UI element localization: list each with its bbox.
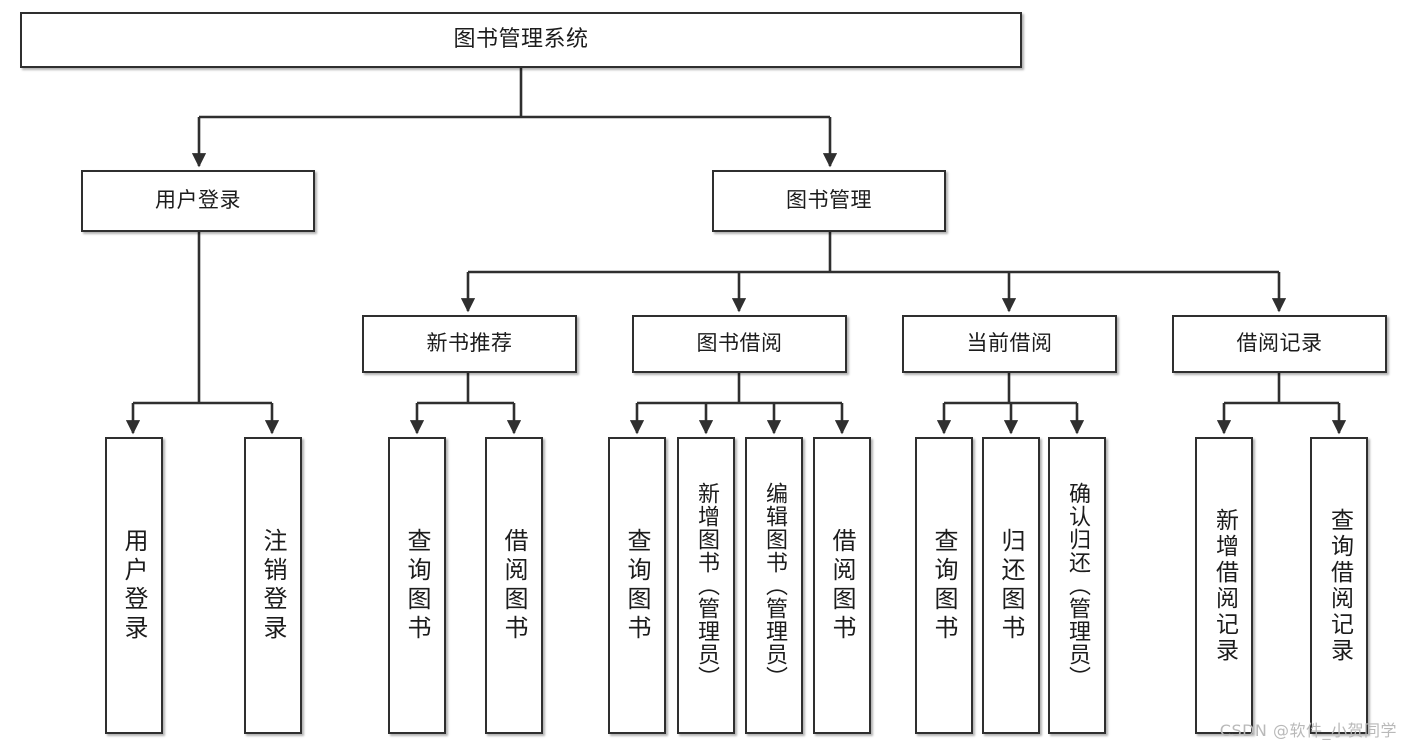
node-label: 用户登录	[155, 188, 241, 213]
node-label: 确认归还（管理员）	[1065, 482, 1090, 689]
leaf-borrow-query-book[interactable]: 查询图书	[608, 437, 666, 734]
node-label: 注销登录	[259, 527, 287, 644]
node-label: 用户登录	[120, 527, 148, 644]
node-label: 图书借阅	[696, 331, 783, 356]
leaf-record-query-record[interactable]: 查询借阅记录	[1310, 437, 1368, 734]
node-label: 借阅图书	[828, 527, 856, 644]
node-label: 查询借阅记录	[1326, 507, 1353, 664]
leaf-borrow-edit-book-admin[interactable]: 编辑图书（管理员）	[745, 437, 803, 734]
node-label: 查询图书	[623, 527, 651, 644]
leaf-borrow-add-book-admin[interactable]: 新增图书（管理员）	[677, 437, 735, 734]
node-borrowing-record[interactable]: 借阅记录	[1172, 315, 1387, 373]
leaf-current-query-book[interactable]: 查询图书	[915, 437, 973, 734]
csdn-watermark: CSDN @软件_小贺同学	[1219, 721, 1397, 740]
leaf-current-confirm-return-admin[interactable]: 确认归还（管理员）	[1048, 437, 1106, 734]
leaf-recommend-borrow-book[interactable]: 借阅图书	[485, 437, 543, 734]
node-user-login[interactable]: 用户登录	[81, 170, 315, 232]
node-label: 新书推荐	[426, 331, 513, 356]
leaf-user-login-login[interactable]: 用户登录	[105, 437, 163, 734]
leaf-current-return-book[interactable]: 归还图书	[982, 437, 1040, 734]
node-label: 新增图书（管理员）	[694, 482, 719, 689]
node-label: 归还图书	[997, 527, 1025, 644]
leaf-recommend-query-book[interactable]: 查询图书	[388, 437, 446, 734]
node-book-management[interactable]: 图书管理	[712, 170, 946, 232]
node-label: 借阅图书	[500, 527, 528, 644]
node-label: 借阅记录	[1236, 331, 1323, 356]
node-label: 查询图书	[403, 527, 431, 644]
node-book-borrowing[interactable]: 图书借阅	[632, 315, 847, 373]
node-label: 图书管理系统	[453, 26, 589, 52]
node-label: 新增借阅记录	[1211, 507, 1238, 664]
node-label: 图书管理	[786, 188, 872, 213]
node-label: 编辑图书（管理员）	[762, 482, 787, 689]
node-new-book-recommendation[interactable]: 新书推荐	[362, 315, 577, 373]
leaf-user-login-logout[interactable]: 注销登录	[244, 437, 302, 734]
node-current-borrowing[interactable]: 当前借阅	[902, 315, 1117, 373]
node-label: 查询图书	[930, 527, 958, 644]
node-label: 当前借阅	[966, 331, 1053, 356]
node-root-book-management-system[interactable]: 图书管理系统	[20, 12, 1022, 68]
leaf-borrow-borrow-book[interactable]: 借阅图书	[813, 437, 871, 734]
leaf-record-add-record[interactable]: 新增借阅记录	[1195, 437, 1253, 734]
